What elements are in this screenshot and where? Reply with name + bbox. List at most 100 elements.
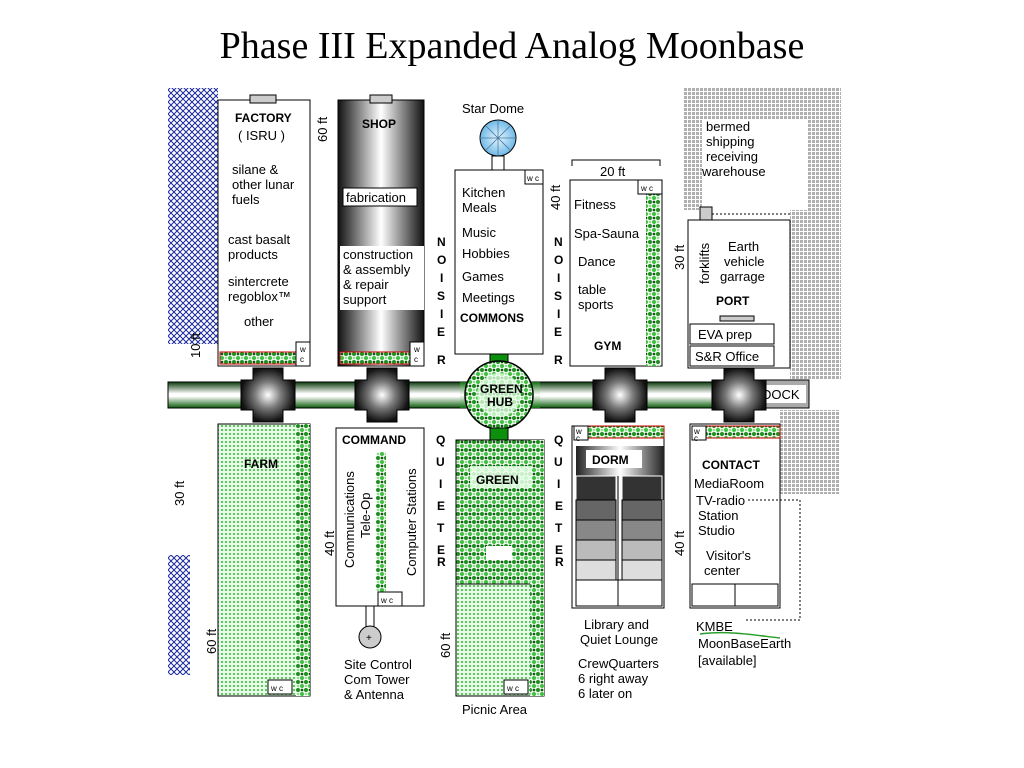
- svg-text:I: I: [440, 271, 443, 285]
- farm-dim2-label: 60 ft: [204, 628, 219, 654]
- station-label: Station: [698, 508, 738, 523]
- noisier-right: NO IS IE R: [554, 235, 563, 367]
- support-label: support: [343, 292, 387, 307]
- contact-dim-label: 40 ft: [672, 530, 687, 556]
- svg-text:U: U: [436, 455, 445, 469]
- vehicle-label: vehicle: [724, 254, 764, 269]
- com-tower-label: Com Tower: [344, 672, 410, 687]
- command-dim-label: 40 ft: [322, 530, 337, 556]
- regolith-hatch-bottom-left: [168, 555, 190, 675]
- green-module: GREEN w c 60 ft Picnic Area: [438, 439, 545, 717]
- quieter-right: QU IE TE R: [554, 433, 564, 569]
- isru-label: ( ISRU ): [238, 128, 285, 143]
- contact-module: w c CONTACT MediaRoom TV-radio Station S…: [672, 423, 801, 668]
- commons-dim-label: 40 ft: [548, 184, 563, 210]
- teleop-label: Tele-Op: [358, 492, 373, 538]
- svg-text:R: R: [554, 353, 563, 367]
- svg-text:T: T: [555, 521, 563, 535]
- svg-text:R: R: [437, 353, 446, 367]
- noisier-left: NO IS IE R: [437, 235, 446, 367]
- wc-text: w c: [640, 184, 653, 193]
- dance-label: Dance: [578, 254, 616, 269]
- junctions: [240, 367, 767, 423]
- forklifts-label: forklifts: [697, 242, 712, 284]
- earth-label: Earth: [728, 239, 759, 254]
- available-label: [available]: [698, 653, 757, 668]
- dorm-module: w c DORM Library and Quiet Lounge CrewQu…: [571, 425, 665, 701]
- other-label: other: [244, 314, 274, 329]
- center-label: center: [704, 563, 741, 578]
- communications-label: Communications: [342, 471, 357, 568]
- wc-text: w c: [526, 174, 539, 183]
- svg-text:+: +: [366, 633, 372, 644]
- dock-label: DOCK: [762, 387, 800, 402]
- kmbe-label: KMBE: [696, 619, 733, 634]
- svg-text:S: S: [437, 289, 445, 303]
- quiet-lounge-label: Quiet Lounge: [580, 632, 658, 647]
- command-label: COMMAND: [342, 433, 406, 447]
- warehouse-label: warehouse: [701, 164, 766, 179]
- shop-module: SHOP fabrication construction & assembly…: [337, 94, 425, 367]
- svg-text:I: I: [557, 477, 560, 491]
- table-label: table: [578, 282, 606, 297]
- svg-text:E: E: [555, 499, 563, 513]
- hobbies-label: Hobbies: [462, 246, 510, 261]
- svg-text:O: O: [554, 253, 563, 267]
- fuels-label: fuels: [232, 192, 260, 207]
- svg-text:E: E: [437, 543, 445, 557]
- gym-module: 20 ft w c Fitness Spa-Sauna Dance table …: [569, 159, 663, 367]
- star-dome-label: Star Dome: [462, 101, 524, 116]
- wc-text: w c: [380, 596, 393, 605]
- svg-text:I: I: [439, 477, 442, 491]
- port-label: PORT: [716, 294, 750, 308]
- later-on-label: 6 later on: [578, 686, 632, 701]
- studio-label: Studio: [698, 523, 735, 538]
- kitchen-label: Kitchen: [462, 185, 505, 200]
- repair-label: & repair: [343, 277, 389, 292]
- cast-basalt-label: cast basalt: [228, 232, 291, 247]
- svg-text:E: E: [555, 543, 563, 557]
- wc-w-text: w: [693, 427, 700, 436]
- sintercrete-label: sintercrete: [228, 274, 289, 289]
- svg-text:N: N: [554, 235, 563, 249]
- spa-label: Spa-Sauna: [574, 226, 640, 241]
- right-away-label: 6 right away: [578, 671, 649, 686]
- warehouse-label-box: [702, 120, 808, 210]
- svg-text:R: R: [437, 555, 446, 569]
- wc-w: w: [299, 345, 306, 354]
- visitors-label: Visitor's: [706, 548, 751, 563]
- farm-label: FARM: [244, 457, 278, 471]
- computer-stations-label: Computer Stations: [404, 468, 419, 576]
- svg-text:I: I: [557, 271, 560, 285]
- picnic-label: Picnic Area: [462, 702, 528, 717]
- commons-label: COMMONS: [460, 311, 524, 325]
- wc-text: w c: [270, 684, 283, 693]
- sr-office-label: S&R Office: [695, 349, 759, 364]
- gym-label: GYM: [594, 339, 621, 353]
- games-label: Games: [462, 269, 504, 284]
- page-title: Phase III Expanded Analog Moonbase: [219, 25, 805, 67]
- music-label: Music: [462, 225, 496, 240]
- svg-text:E: E: [437, 499, 445, 513]
- farm-module: w c FARM 30 ft 60 ft: [172, 423, 311, 697]
- commons-module: Star Dome w c Kitchen Meals Music Hobbie…: [454, 101, 563, 369]
- factory-side-dim-label: 10 ft: [188, 332, 203, 358]
- antenna-label: & Antenna: [344, 687, 405, 702]
- products-label: products: [228, 247, 278, 262]
- svg-text:U: U: [554, 455, 563, 469]
- wc-c: c: [300, 355, 304, 364]
- regoblox-label: regoblox™: [228, 289, 291, 304]
- svg-text:E: E: [437, 325, 445, 339]
- assembly-label: & assembly: [343, 262, 411, 277]
- factory-dim-label: 60 ft: [315, 116, 330, 142]
- quieter-left: QU IE TE R: [436, 433, 446, 569]
- factory-label: FACTORY: [235, 111, 292, 125]
- svg-text:E: E: [554, 325, 562, 339]
- svg-text:I: I: [440, 307, 443, 321]
- silane-label: silane &: [232, 162, 279, 177]
- tv-radio-label: TV-radio: [696, 493, 745, 508]
- dorm-label: DORM: [592, 453, 629, 467]
- mediaroom-label: MediaRoom: [694, 476, 764, 491]
- regolith-hatch-top-left: [168, 88, 218, 344]
